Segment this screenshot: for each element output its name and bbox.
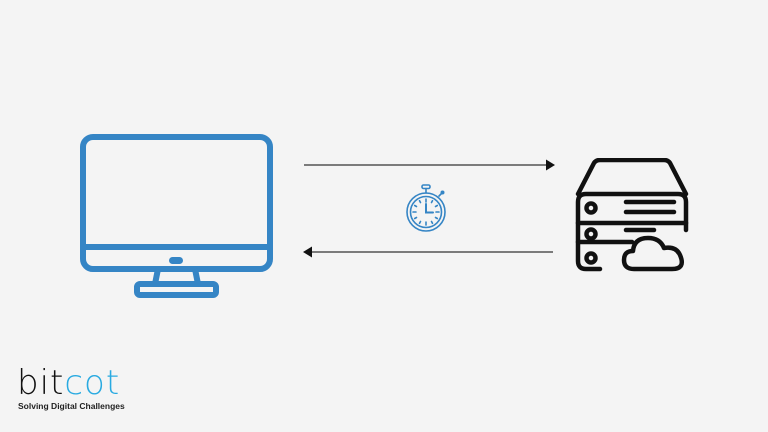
logo-wordmark: bitcot	[17, 366, 125, 400]
arrow-right-icon	[304, 159, 555, 171]
logo-text-cot: cot	[64, 363, 121, 403]
cloud-server-icon	[575, 158, 689, 272]
logo-tagline: Solving Digital Challenges	[18, 401, 125, 411]
latency-stopwatch	[405, 183, 449, 235]
desktop-monitor-icon	[80, 134, 273, 298]
arrow-left-icon	[303, 246, 553, 258]
request-arrow	[304, 158, 556, 172]
cloud-server	[572, 158, 692, 274]
client-monitor	[78, 132, 276, 300]
logo-text-bit: bit	[17, 363, 65, 403]
stopwatch-icon	[406, 184, 446, 232]
response-arrow	[302, 245, 554, 259]
bitcot-logo: bitcot Solving Digital Challenges	[17, 366, 125, 411]
